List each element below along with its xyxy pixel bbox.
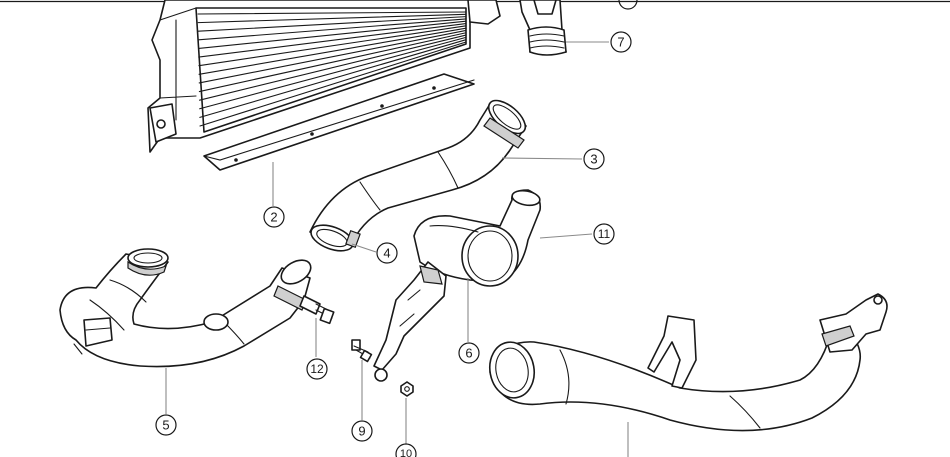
nut-10 (400, 381, 414, 397)
support-bracket-6 (373, 261, 447, 382)
callout-label: 12 (310, 362, 324, 376)
callout-label: 5 (162, 418, 169, 433)
callout-circle (593, 223, 615, 245)
upper-charge-duct-3 (309, 99, 527, 252)
callout-label: 2 (270, 210, 277, 225)
callout-3[interactable]: 3 (583, 148, 605, 170)
callout-circle (376, 242, 398, 264)
callout-circle (306, 358, 328, 380)
callout-circle (351, 420, 373, 442)
callout-circle (583, 148, 605, 170)
outlet-fitting-7 (519, 0, 567, 56)
callout-label: 10 (400, 448, 412, 457)
lower-charge-tube-5 (59, 248, 312, 368)
callout-label: 9 (358, 424, 365, 439)
fin-line (199, 39, 467, 118)
fin-line (197, 11, 467, 15)
intercooler-core (147, 0, 501, 153)
callout-label: 3 (590, 152, 597, 167)
fin-line (198, 20, 467, 50)
fin-line (198, 32, 467, 93)
callout-circle (458, 342, 480, 364)
bolt-12 (299, 295, 335, 325)
callout-label: 7 (617, 35, 624, 50)
callout-9[interactable]: 9 (351, 420, 373, 442)
callout-7[interactable]: 7 (610, 31, 632, 53)
callout-5[interactable]: 5 (155, 414, 177, 436)
cropped-callout-circle (618, 0, 638, 10)
callout-label: 4 (383, 246, 390, 261)
fin-line (198, 34, 467, 101)
fin-line (197, 16, 467, 32)
leader-lines (165, 41, 629, 457)
callout-label: 6 (465, 346, 472, 361)
callout-4[interactable]: 4 (376, 242, 398, 264)
fin-line (197, 18, 467, 41)
callout-label: 11 (598, 227, 611, 241)
callout-circle (263, 206, 285, 228)
turbo-outlet-elbow-11 (413, 189, 542, 287)
intercooler-fins (197, 11, 467, 127)
callout-circle (395, 443, 417, 457)
callout-10[interactable]: 10 (395, 443, 417, 457)
fin-line (198, 29, 467, 84)
fin-line (198, 27, 467, 75)
stud-bolt-9 (351, 339, 373, 363)
callout-11[interactable]: 11 (593, 223, 615, 245)
air-deflector-strip (203, 73, 475, 171)
callout-12[interactable]: 12 (306, 358, 328, 380)
fin-line (197, 13, 467, 24)
turbo-inlet-hose (488, 293, 888, 432)
fin-line (198, 22, 467, 58)
callout-circle (610, 31, 632, 53)
fin-line (199, 36, 467, 110)
callout-2[interactable]: 2 (263, 206, 285, 228)
callout-6[interactable]: 6 (458, 342, 480, 364)
fin-line (198, 25, 467, 67)
fin-line (199, 41, 467, 127)
callout-circle (155, 414, 177, 436)
